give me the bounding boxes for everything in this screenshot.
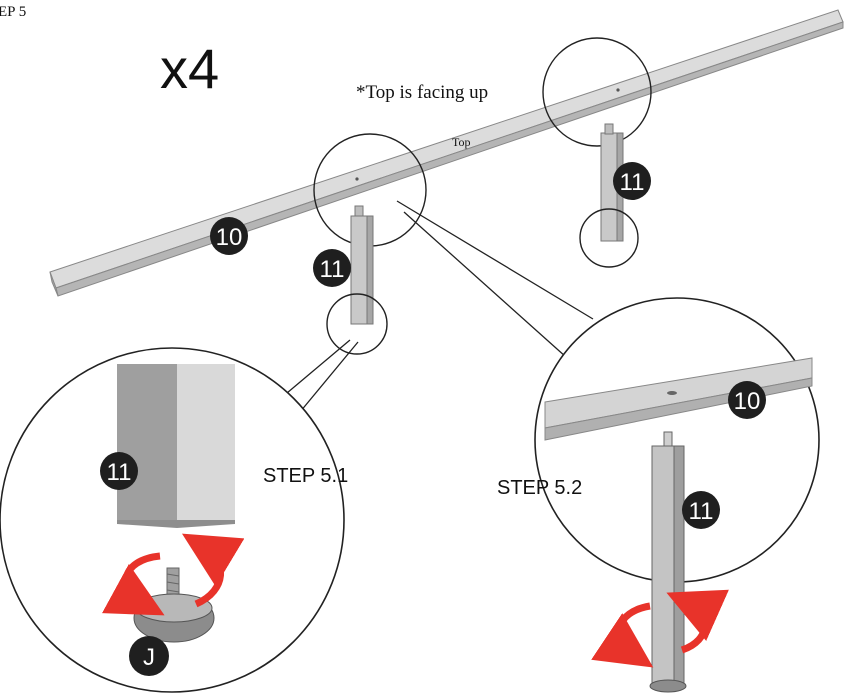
badge-part-10-label: 10 [216,224,243,251]
callout-line-5-1-a [286,339,351,394]
callout-line-5-1-b [299,341,359,413]
zoom-step-5-2: 10 STEP 5.2 [497,297,820,583]
badge-part-j: J [129,636,169,676]
badge-part-11-left: 11 [313,249,351,287]
badge-part-j-label: J [143,644,155,671]
callout-line-5-2-b [403,211,567,358]
top-note: *Top is facing up [356,82,488,103]
rotate-arrow-left-5-2 [591,602,654,668]
badge-part-11-step-5-2-label: 11 [689,498,714,525]
detail-circle-leg-left-bottom [326,293,388,355]
badge-part-11-right: 11 [613,162,651,200]
step-title: EP 5 [0,4,26,20]
step-5-1-label: STEP 5.1 [263,465,348,487]
detail-circle-leg-right-bottom [579,208,639,268]
leg-left-part-11 [350,205,374,325]
badge-part-10-zoom: 10 [728,381,766,419]
rotate-arrow-left-5-1 [101,552,165,616]
badge-part-11-zoom-label: 11 [107,459,132,486]
badge-part-11-zoom: 11 [100,452,138,490]
badge-part-11-step-5-2: 11 [682,491,720,529]
step-5-2-label: STEP 5.2 [497,477,582,499]
badge-part-11-left-label: 11 [320,256,345,283]
badge-part-11-right-label: 11 [620,169,645,196]
zoom-step-5-1: 11 J STEP 5.1 [0,347,348,693]
rail-part-10 [49,9,844,297]
top-label: Top [452,135,471,149]
quantity-label: x4 [160,37,219,100]
badge-part-10: 10 [210,217,248,255]
leg-step-5-2-part-11: 11 [591,431,729,693]
rotate-arrow-right-5-1 [182,533,245,608]
badge-part-10-zoom-label: 10 [734,388,761,415]
rotate-arrow-right-5-2 [666,589,729,654]
callout-line-5-2-a [396,200,594,320]
detail-circle-hole-right [542,37,652,147]
